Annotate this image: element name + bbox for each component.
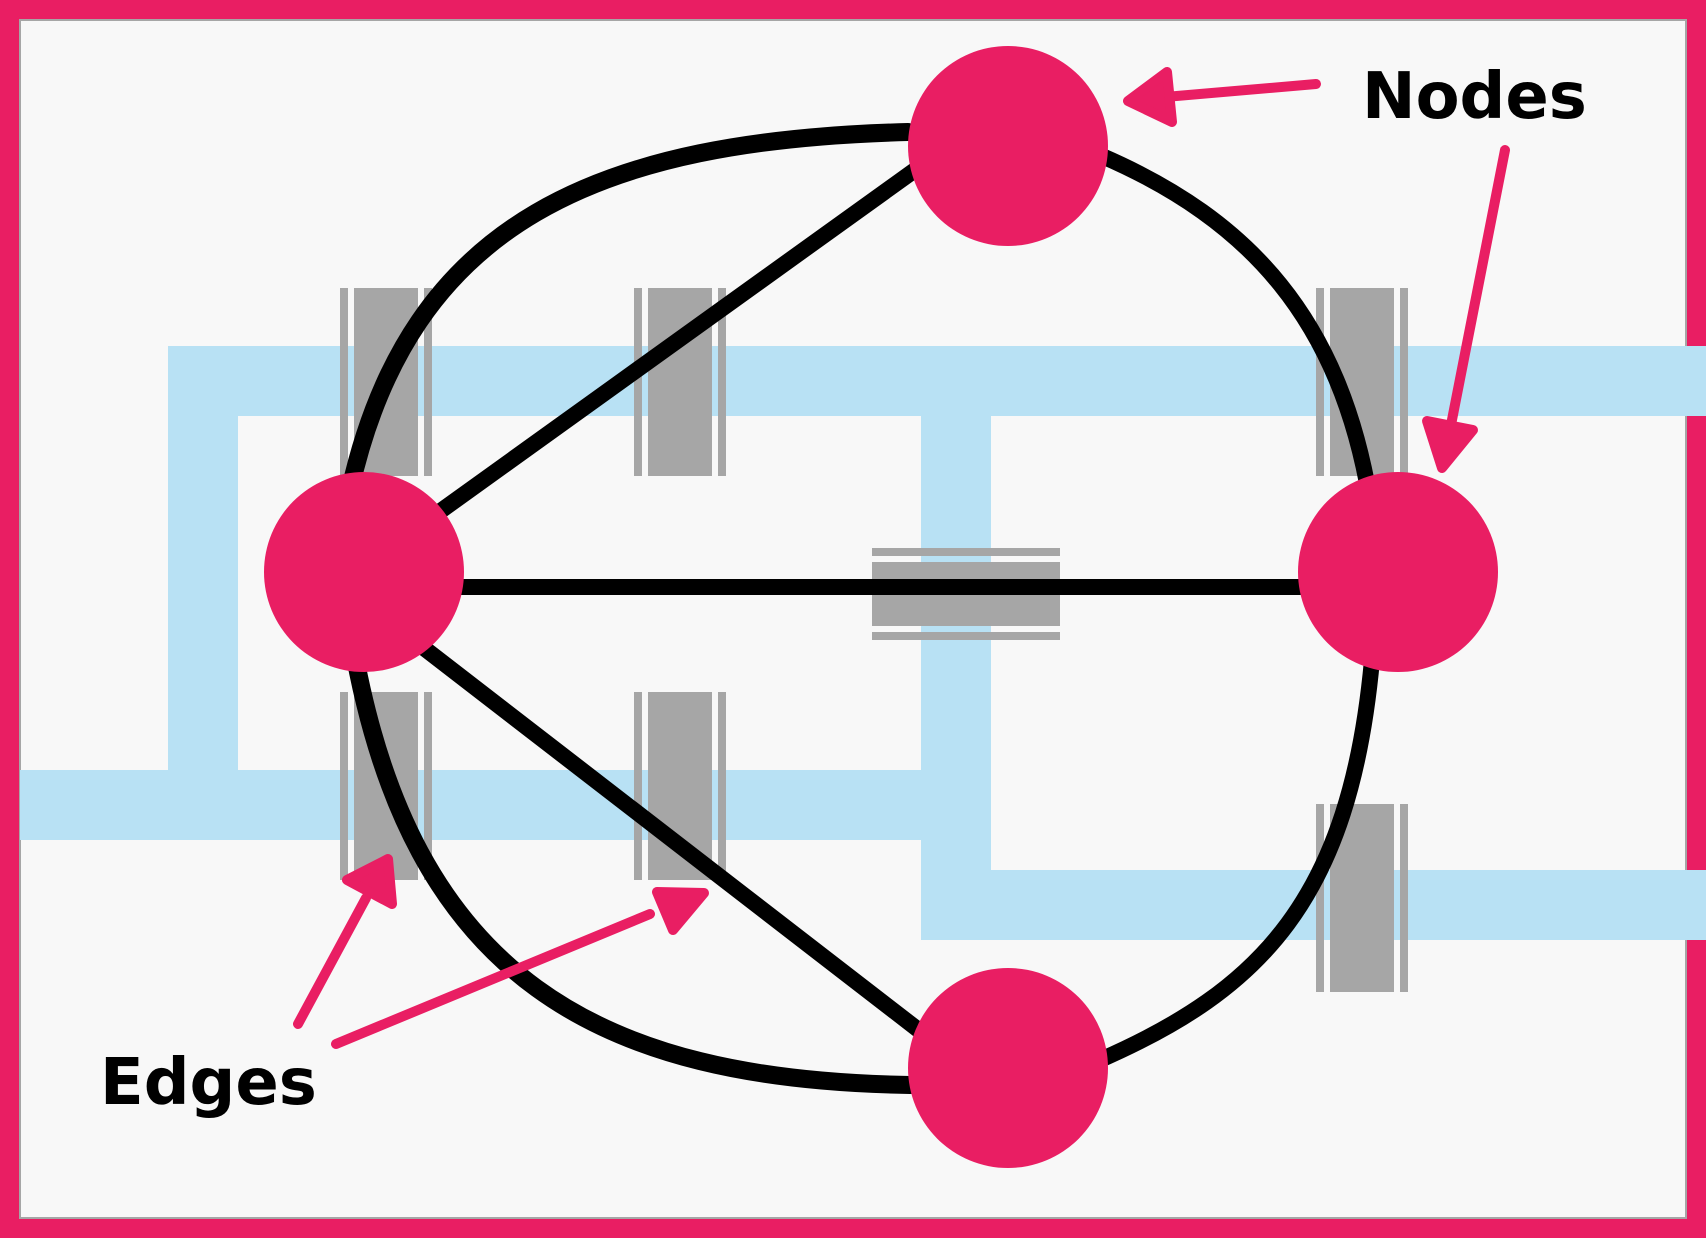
node-right [1298,472,1498,672]
arrow-edges-to-center-shaft [331,909,655,1049]
edge-group [341,123,1380,1094]
arrow-nodes-to-top-shaft [1160,79,1321,102]
bridge-rail [340,288,348,476]
arrow-nodes-to-right-head [1422,416,1478,473]
edge-top-right-arc [1094,148,1378,508]
arrow-edges-to-left-head [342,854,397,909]
bridge-rail [1316,804,1324,992]
node-bottom [908,968,1108,1168]
bridge-rail [1316,288,1324,476]
bridge-rail [1400,288,1408,476]
bridge-rail [634,288,642,476]
bridge-rail [872,548,1060,556]
bridge-rail [424,288,432,476]
bridge-rail [1400,804,1408,992]
bridge-group [340,288,1408,992]
arrow-nodes-to-right-shaft [1445,145,1510,435]
edge-top-left-arc [341,123,917,499]
node-left [264,472,464,672]
arrow-edges-to-center-head [652,887,709,935]
annotation-arrows [293,67,1510,1049]
bridge-rail [340,692,348,880]
node-group [264,46,1498,1168]
nodes-label: Nodes [1362,60,1587,134]
bridge-rail [718,692,726,880]
arrow-edges-to-left-shaft [293,893,371,1029]
bridge-rail [634,692,642,880]
bridge-rail [424,692,432,880]
edges-label: Edges [100,1046,317,1120]
edge-left-to-bottom [412,637,933,1043]
edge-bottom-right-arc [1092,652,1380,1068]
edge-bottom-left-arc [343,631,919,1094]
edge-left-to-top [427,162,923,523]
node-top [908,46,1108,246]
bridge-rail [718,288,726,476]
arrow-nodes-to-top-head [1123,67,1177,127]
bridge-rail [872,632,1060,640]
